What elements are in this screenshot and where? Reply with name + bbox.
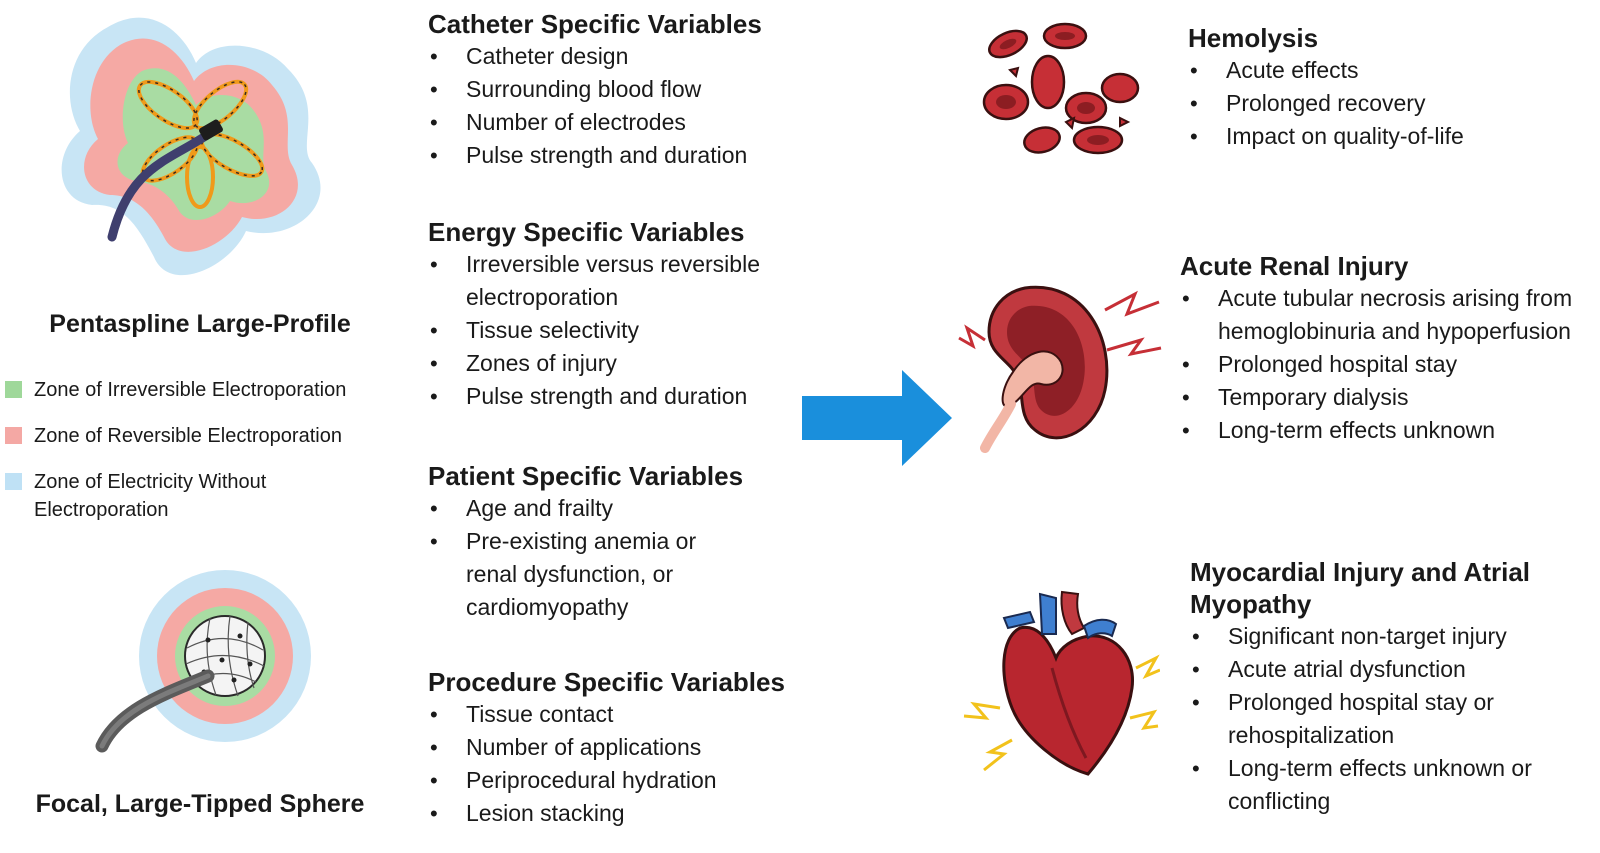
legend-swatch-reversible [5, 427, 22, 444]
list-item: Prolonged hospital stay [1180, 348, 1590, 381]
legend-swatch-no-electroporation [5, 473, 22, 490]
list-item: Catheter design [428, 40, 798, 73]
list-item: Pre-existing anemia or renal dysfunction… [428, 525, 746, 624]
procedure-variables-heading: Procedure Specific Variables [428, 667, 785, 697]
list-item: Irreversible versus reversible electropo… [428, 248, 798, 314]
list-item: Impact on quality-of-life [1188, 120, 1588, 153]
list-item: Tissue selectivity [428, 314, 798, 347]
list-item: Surrounding blood flow [428, 73, 798, 106]
hemolysis-list: Acute effects Prolonged recovery Impact … [1188, 54, 1588, 153]
procedure-variables-list: Tissue contact Number of applications Pe… [428, 698, 798, 830]
patient-variables-heading: Patient Specific Variables [428, 461, 744, 491]
list-item: Lesion stacking [428, 797, 798, 830]
procedure-variables-section: Procedure Specific Variables Tissue cont… [428, 666, 798, 830]
list-item: Acute effects [1188, 54, 1588, 87]
focal-label: Focal, Large-Tipped Sphere [35, 790, 365, 818]
list-item: Number of electrodes [428, 106, 798, 139]
legend-label: Zone of Irreversible Electroporation [34, 379, 347, 401]
list-item: Periprocedural hydration [428, 764, 798, 797]
energy-variables-heading: Energy Specific Variables [428, 217, 745, 247]
kidney-icon [955, 280, 1165, 460]
heart-icon [960, 588, 1160, 778]
list-item: Long-term effects unknown or conflicting [1190, 752, 1588, 818]
legend-swatch-irreversible [5, 381, 22, 398]
arrow-right-icon [798, 368, 958, 468]
list-item: Zones of injury [428, 347, 798, 380]
catheter-variables-list: Catheter design Surrounding blood flow N… [428, 40, 798, 172]
legend-item-reversible: Zone of Reversible Electroporation [5, 422, 385, 450]
focal-sphere-illustration [90, 568, 330, 758]
renal-injury-section: Acute Renal Injury Acute tubular necrosi… [1180, 250, 1590, 447]
renal-injury-list: Acute tubular necrosis arising from hemo… [1180, 282, 1590, 447]
list-item: Pulse strength and duration [428, 139, 798, 172]
myocardial-injury-heading: Myocardial Injury and Atrial Myopathy [1190, 557, 1531, 619]
list-item: Significant non-target injury [1190, 620, 1590, 653]
list-item: Number of applications [428, 731, 798, 764]
patient-variables-list: Age and frailty Pre-existing anemia or r… [428, 492, 798, 624]
list-item: Age and frailty [428, 492, 798, 525]
pentaspline-label: Pentaspline Large-Profile [49, 310, 351, 338]
patient-variables-section: Patient Specific Variables Age and frail… [428, 460, 798, 624]
list-item: Acute tubular necrosis arising from hemo… [1180, 282, 1583, 348]
legend-item-no-electroporation: Zone of Electricity Without Electroporat… [5, 468, 385, 524]
list-item: Prolonged hospital stay or rehospitaliza… [1190, 686, 1548, 752]
catheter-variables-heading: Catheter Specific Variables [428, 9, 762, 39]
catheter-variables-section: Catheter Specific Variables Catheter des… [428, 8, 798, 172]
renal-injury-heading: Acute Renal Injury [1180, 251, 1409, 281]
myocardial-injury-section: Myocardial Injury and Atrial Myopathy Si… [1190, 556, 1590, 818]
hemolysis-heading: Hemolysis [1188, 23, 1319, 53]
legend-item-irreversible: Zone of Irreversible Electroporation [5, 376, 385, 404]
list-item: Temporary dialysis [1180, 381, 1590, 414]
red-blood-cells-icon [970, 12, 1150, 162]
legend-label: Zone of Electricity Without Electroporat… [34, 471, 267, 521]
energy-variables-section: Energy Specific Variables Irreversible v… [428, 216, 798, 413]
list-item: Acute atrial dysfunction [1190, 653, 1590, 686]
list-item: Pulse strength and duration [428, 380, 798, 413]
list-item: Tissue contact [428, 698, 798, 731]
pentaspline-illustration [50, 5, 340, 290]
list-item: Long-term effects unknown [1180, 414, 1590, 447]
myocardial-injury-list: Significant non-target injury Acute atri… [1190, 620, 1590, 818]
hemolysis-section: Hemolysis Acute effects Prolonged recove… [1188, 22, 1588, 153]
legend-label: Zone of Reversible Electroporation [34, 425, 342, 447]
legend: Zone of Irreversible Electroporation Zon… [5, 376, 385, 542]
list-item: Prolonged recovery [1188, 87, 1588, 120]
energy-variables-list: Irreversible versus reversible electropo… [428, 248, 798, 413]
